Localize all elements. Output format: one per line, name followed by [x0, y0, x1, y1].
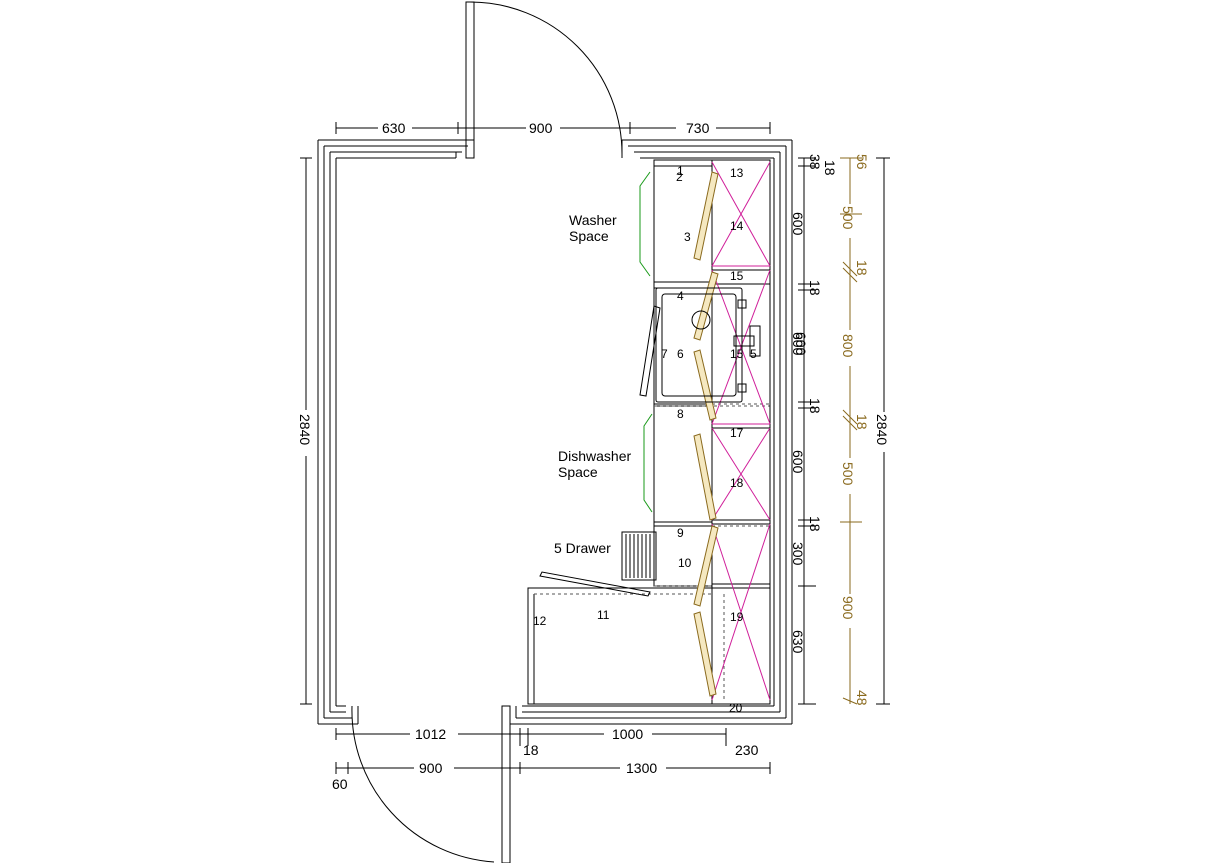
dim-right-18b: 18 [807, 280, 823, 296]
item-number: 5 [750, 347, 757, 361]
dim-right-600d: 600 [790, 450, 806, 474]
dim-bottom-1012: 1012 [415, 726, 446, 742]
item-number: 19 [730, 610, 744, 624]
cabinet-run [527, 159, 771, 705]
item-number: 11 [597, 608, 610, 622]
item-number: 4 [677, 289, 684, 303]
item-number: 10 [678, 556, 692, 570]
appliance-space-markers [639, 171, 653, 513]
dim-bottom-60: 60 [332, 776, 348, 792]
item-number: 9 [677, 526, 684, 540]
item-number: 17 [730, 426, 744, 440]
dim-brown-18b: 18 [854, 414, 870, 430]
washer-label-1: Washer [569, 212, 617, 228]
dim-right-300: 300 [790, 542, 806, 566]
dim-brown-900: 900 [840, 596, 856, 620]
dim-bottom-1300: 1300 [626, 760, 657, 776]
dishwasher-label-1: Dishwasher [558, 448, 631, 464]
item-number: 14 [730, 219, 744, 233]
item-number: 18 [730, 476, 744, 490]
dim-bottom-18: 18 [523, 742, 539, 758]
right-dimensions: 38 18 600 18 600 600 18 600 18 300 630 [790, 154, 838, 705]
item-number: 15 [730, 347, 744, 361]
item-number: 1 [677, 164, 684, 178]
item-numbers: 1 2 3 4 5 6 7 8 9 10 11 12 13 14 15 15 1… [533, 164, 757, 715]
item-number: 7 [661, 347, 668, 361]
dim-top-left: 630 [382, 120, 406, 136]
top-door [465, 1, 623, 159]
item-number: 2 [676, 170, 683, 184]
item-number: 15 [730, 269, 744, 283]
dim-brown-800: 800 [840, 334, 856, 358]
dim-right-height: 2840 [874, 414, 890, 445]
dim-right-600a: 600 [790, 212, 806, 236]
dishwasher-label-2: Space [558, 464, 598, 480]
dim-right-38: 38 [807, 154, 823, 170]
top-dimensions: 630 900 730 [335, 120, 771, 136]
dim-brown-48: 48 [854, 690, 870, 706]
item-number: 8 [677, 407, 684, 421]
dim-right-18c: 18 [807, 398, 823, 414]
sink [655, 287, 761, 403]
dim-right-600c: 600 [793, 332, 809, 356]
bottom-dimensions-row1: 1012 18 1000 230 [335, 726, 759, 758]
dim-right-18a: 18 [822, 160, 838, 176]
item-number: 13 [730, 166, 744, 180]
bottom-door [351, 705, 511, 863]
item-number: 3 [684, 230, 691, 244]
dim-right-600b: 600 [790, 332, 806, 356]
dim-right-630: 630 [790, 630, 806, 654]
dim-top-right: 730 [686, 120, 710, 136]
drawer-fronts [621, 531, 657, 581]
dim-bottom-230: 230 [735, 742, 759, 758]
dim-top-door: 900 [529, 120, 553, 136]
dim-left-height: 2840 [297, 414, 313, 445]
drawer-label: 5 Drawer [554, 540, 611, 556]
dim-brown-500b: 500 [840, 462, 856, 486]
dim-bottom-900: 900 [419, 760, 443, 776]
far-right-dimension: 2840 [874, 157, 890, 705]
item-number: 6 [677, 347, 684, 361]
dim-bottom-1000: 1000 [612, 726, 643, 742]
bottom-dimensions-row2: 60 900 1300 [332, 760, 771, 792]
walls [317, 139, 793, 725]
washer-label-2: Space [569, 228, 609, 244]
item-number: 12 [533, 614, 547, 628]
dim-brown-500a: 500 [840, 206, 856, 230]
dim-right-18d: 18 [807, 516, 823, 532]
left-dimension: 2840 [297, 157, 313, 705]
dim-brown-56: 56 [854, 154, 870, 170]
area-labels: Washer Space Dishwasher Space 5 Drawer [554, 212, 631, 556]
item-number: 20 [729, 701, 743, 715]
right-brown-dimensions: 56 500 18 800 18 500 900 48 [840, 154, 870, 706]
dim-brown-18a: 18 [854, 260, 870, 276]
